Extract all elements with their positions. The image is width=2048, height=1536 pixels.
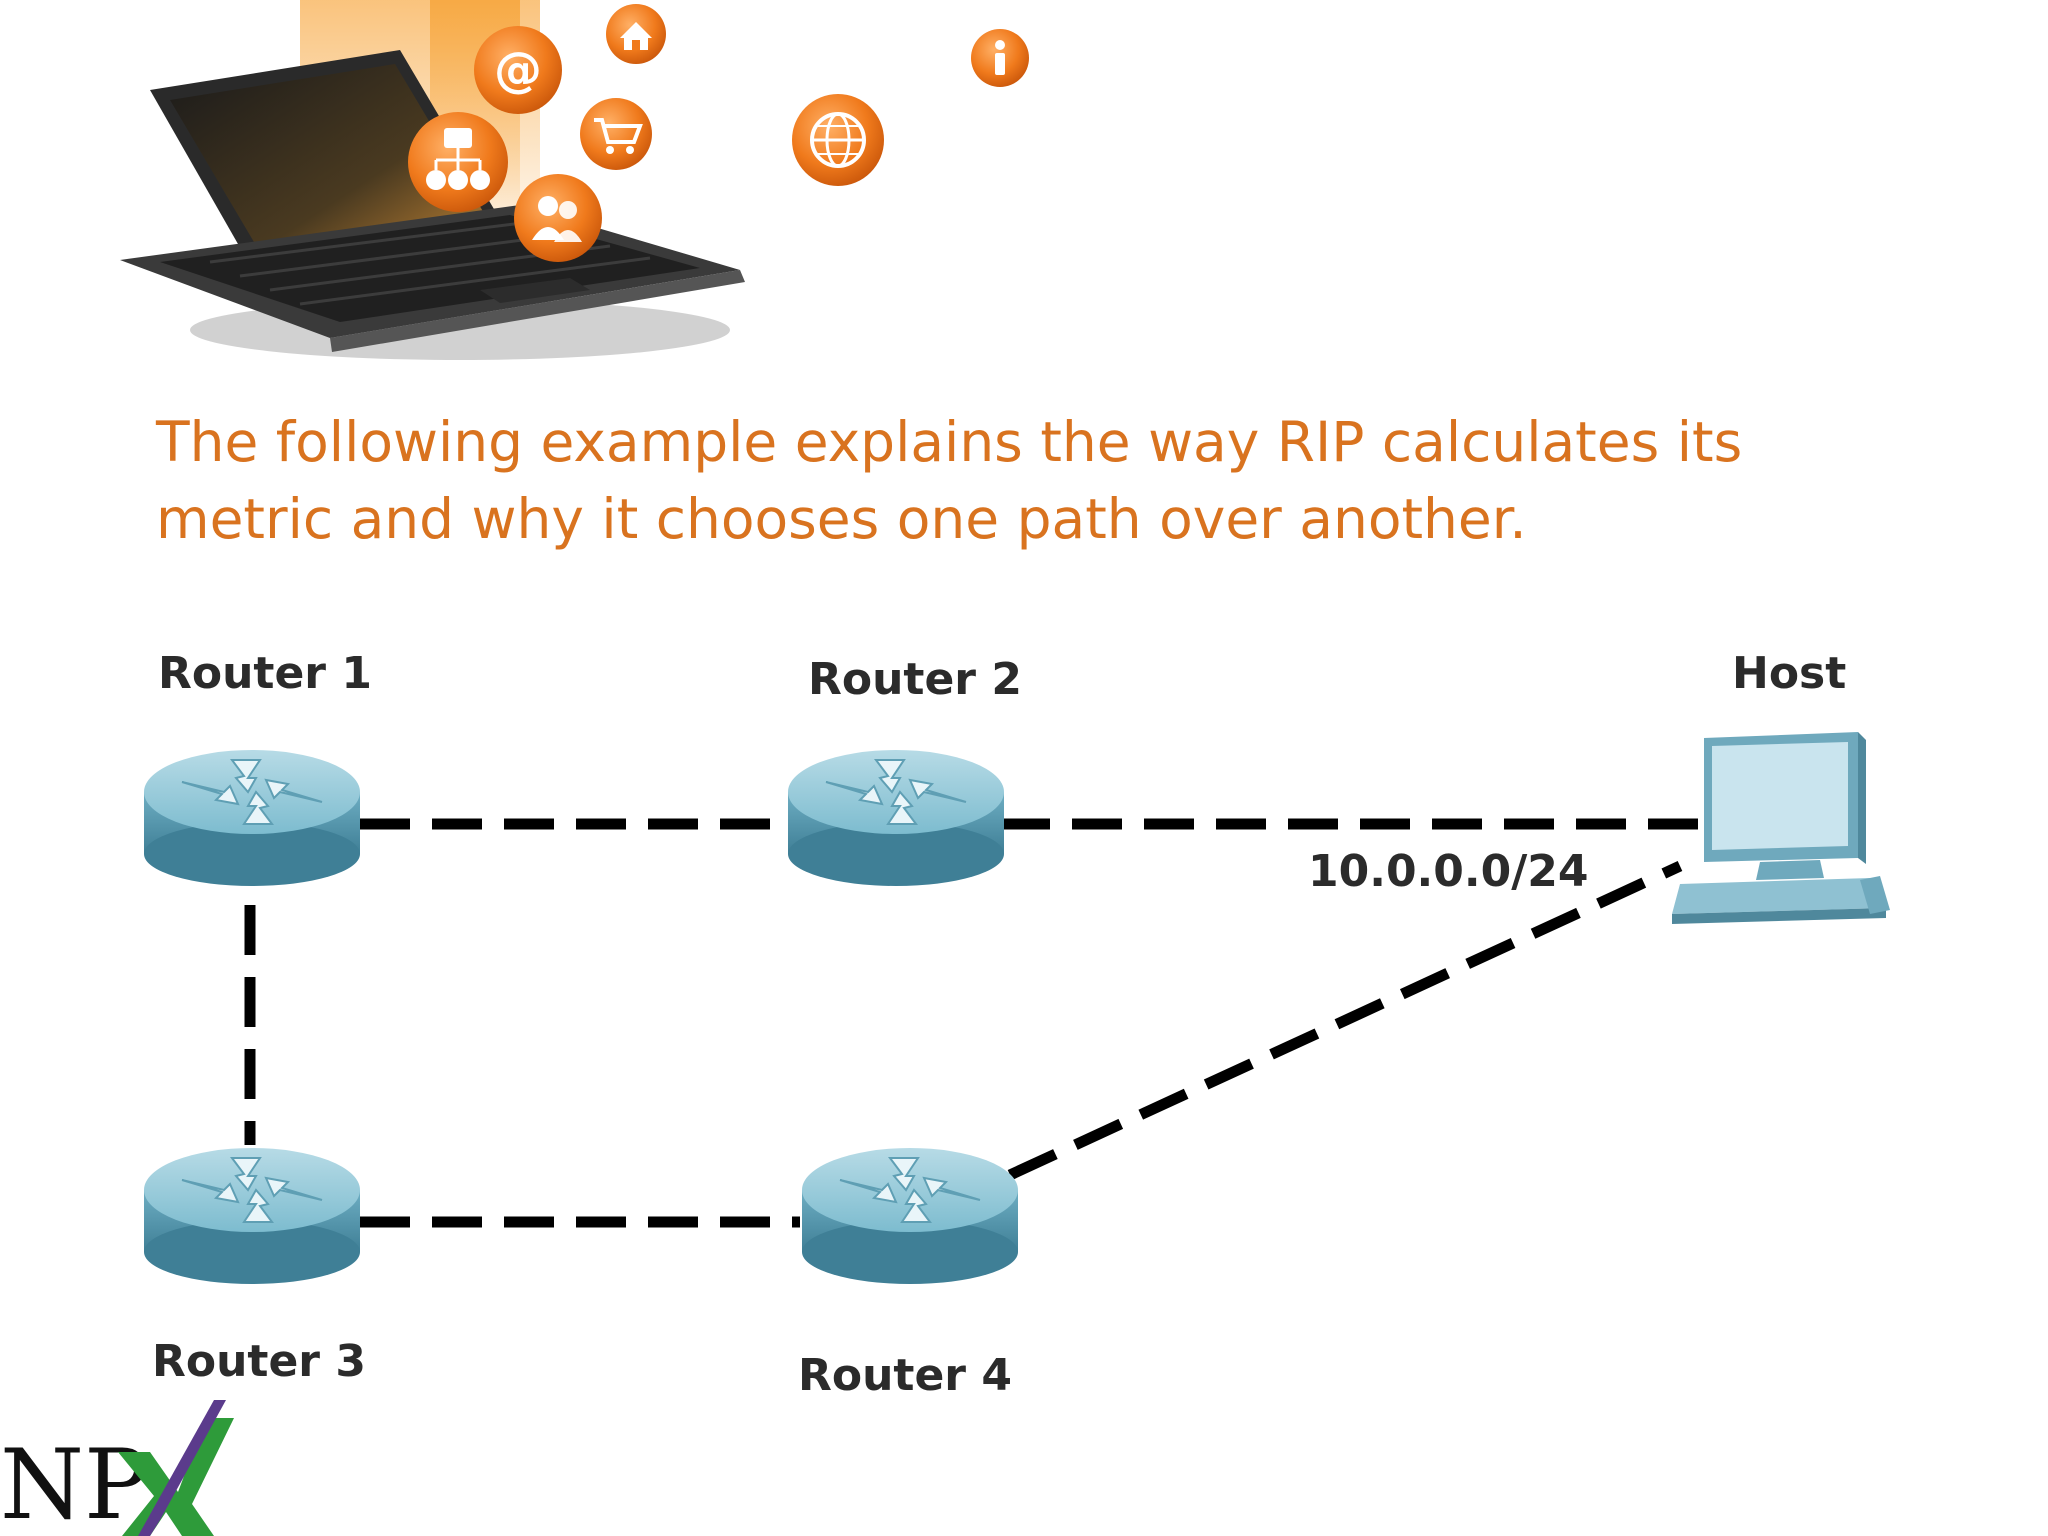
at-icon: @ bbox=[474, 26, 562, 114]
network-diagram bbox=[143, 732, 1890, 1285]
globe-icon bbox=[792, 94, 884, 186]
sitemap-icon bbox=[408, 112, 508, 212]
svg-text:@: @ bbox=[494, 42, 542, 98]
svg-text:NP: NP bbox=[0, 1429, 149, 1536]
network-address-label: 10.0.0.0/24 bbox=[1308, 846, 1589, 897]
link-router4-host bbox=[1007, 861, 1683, 1180]
host-computer-icon bbox=[1672, 732, 1890, 924]
users-icon bbox=[514, 174, 602, 262]
router-1-icon bbox=[143, 749, 361, 887]
info-icon bbox=[971, 29, 1029, 87]
router-1-label: Router 1 bbox=[158, 648, 372, 699]
home-icon bbox=[606, 4, 666, 64]
router-2-label: Router 2 bbox=[808, 654, 1022, 705]
router-3-label: Router 3 bbox=[152, 1336, 366, 1387]
hero-laptop-illustration: @ bbox=[120, 0, 884, 360]
router-3-icon bbox=[143, 1147, 361, 1285]
host-label: Host bbox=[1732, 648, 1847, 699]
shopping-cart-icon bbox=[580, 98, 652, 170]
router-4-icon bbox=[801, 1147, 1019, 1285]
npx-logo: NP bbox=[0, 1400, 234, 1536]
router-2-icon bbox=[787, 749, 1005, 887]
intro-text: The following example explains the way R… bbox=[156, 410, 1743, 551]
router-4-label: Router 4 bbox=[798, 1350, 1012, 1401]
